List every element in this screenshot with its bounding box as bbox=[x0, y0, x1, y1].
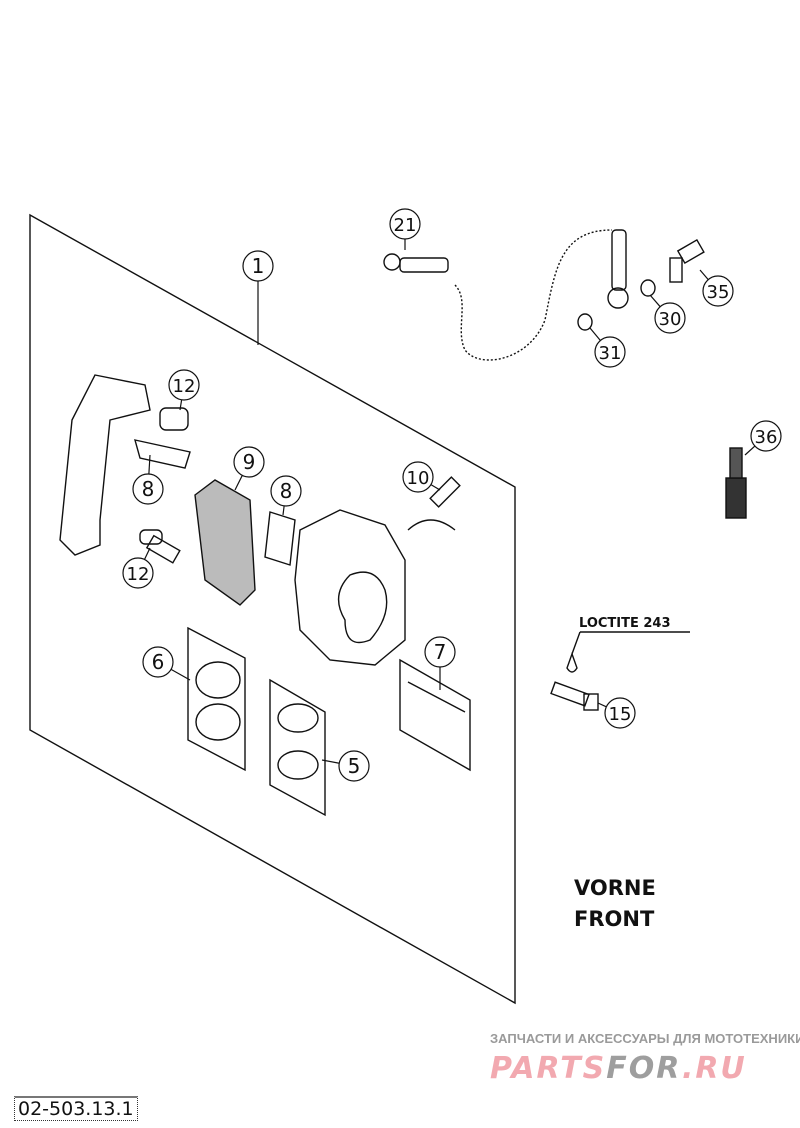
callout-35: 35 bbox=[699, 269, 734, 307]
leader-line bbox=[282, 505, 285, 516]
pad-spring-8 bbox=[134, 439, 296, 566]
leader-line bbox=[179, 399, 183, 411]
logo-part: .RU bbox=[681, 1051, 747, 1086]
callout-number: 12 bbox=[127, 564, 150, 585]
direction-de: VORNE bbox=[574, 876, 656, 900]
callout-circle bbox=[122, 557, 154, 589]
bleeder-10 bbox=[407, 476, 461, 531]
callout-number: 15 bbox=[609, 704, 632, 725]
leader-line bbox=[148, 454, 151, 475]
callout-8: 8 bbox=[132, 454, 164, 505]
kit-outline bbox=[29, 213, 516, 1005]
leader-line bbox=[170, 668, 191, 681]
washer-30 bbox=[640, 279, 656, 297]
guide-bushing-12 bbox=[159, 407, 189, 431]
callout-10: 10 bbox=[402, 461, 441, 493]
callout-9: 9 bbox=[233, 446, 265, 491]
callout-number: 9 bbox=[243, 450, 256, 474]
leader-line bbox=[589, 327, 601, 341]
callout-circle bbox=[338, 750, 370, 782]
callout-circle bbox=[233, 446, 265, 478]
callout-circle bbox=[702, 275, 734, 307]
callout-6: 6 bbox=[142, 646, 191, 681]
callout-circle bbox=[270, 475, 302, 507]
callout-number: 10 bbox=[407, 468, 430, 489]
leader-line bbox=[597, 702, 607, 708]
watermark-subtitle: ЗАПЧАСТИ И АКСЕССУАРЫ ДЛЯ МОТОТЕХНИКИ bbox=[490, 1031, 800, 1046]
logo-part: FOR bbox=[606, 1051, 682, 1086]
callout-8: 8 bbox=[270, 475, 302, 516]
caliper-bracket bbox=[59, 374, 151, 556]
callout-number: 5 bbox=[348, 754, 361, 778]
leader-line bbox=[321, 759, 340, 764]
callout-31: 31 bbox=[589, 327, 626, 368]
callout-5: 5 bbox=[321, 750, 370, 782]
callout-number: 31 bbox=[599, 343, 622, 364]
callout-circle bbox=[750, 420, 782, 452]
bolt-15 bbox=[550, 681, 599, 711]
callout-15: 15 bbox=[597, 697, 636, 729]
leader-line bbox=[744, 445, 756, 456]
callout-12: 12 bbox=[168, 369, 200, 411]
document-number: 02-503.13.1 bbox=[14, 1096, 138, 1121]
callout-circle bbox=[389, 208, 421, 240]
leader-line bbox=[430, 484, 441, 491]
direction-label: VORNE FRONT bbox=[574, 873, 656, 935]
callout-circle bbox=[654, 302, 686, 334]
callout-circle bbox=[604, 697, 636, 729]
callout-12: 12 bbox=[122, 547, 154, 589]
callout-number: 6 bbox=[152, 650, 165, 674]
piston-box-6 bbox=[187, 626, 246, 772]
callout-36: 36 bbox=[744, 420, 782, 456]
callout-number: 30 bbox=[659, 309, 682, 330]
watermark-logo: PARTSFOR.RU bbox=[490, 1052, 747, 1086]
pin-kit-box-7 bbox=[399, 658, 471, 772]
direction-en: FRONT bbox=[574, 907, 655, 931]
callout-number: 8 bbox=[142, 477, 155, 501]
washer-31 bbox=[577, 313, 593, 331]
brake-pads-9 bbox=[194, 479, 256, 606]
callout-30: 30 bbox=[649, 294, 686, 334]
callout-number: 7 bbox=[434, 640, 447, 664]
seal-box-5 bbox=[269, 678, 326, 817]
brake-line bbox=[454, 229, 613, 361]
logo-part: PARTS bbox=[490, 1051, 607, 1086]
leader-line bbox=[143, 547, 151, 560]
loctite-annotation: LOCTITE 243 bbox=[579, 616, 671, 631]
callout-circle bbox=[424, 636, 456, 668]
callout-1: 1 bbox=[242, 250, 274, 345]
callout-circle bbox=[142, 646, 174, 678]
callout-number: 21 bbox=[394, 215, 417, 236]
banjo-fitting-lower bbox=[607, 229, 629, 309]
callout-7: 7 bbox=[424, 636, 456, 690]
callout-21: 21 bbox=[389, 208, 421, 250]
leader-line bbox=[234, 475, 243, 491]
callout-number: 8 bbox=[280, 479, 293, 503]
loctite-bottle-36 bbox=[725, 447, 747, 519]
callout-circle bbox=[594, 336, 626, 368]
callout-circle bbox=[242, 250, 274, 282]
pin-12 bbox=[139, 529, 181, 564]
loctite-drop bbox=[566, 651, 578, 673]
callout-number: 35 bbox=[707, 282, 730, 303]
banjo-fitting-21 bbox=[383, 253, 449, 273]
callout-circle bbox=[168, 369, 200, 401]
callout-number: 1 bbox=[252, 254, 265, 278]
leader-line bbox=[649, 294, 661, 308]
leader-line bbox=[699, 269, 709, 281]
callout-number: 36 bbox=[755, 427, 778, 448]
caliper-body bbox=[294, 509, 406, 666]
callout-circle bbox=[132, 473, 164, 505]
callout-circle bbox=[402, 461, 434, 493]
callout-number: 12 bbox=[173, 376, 196, 397]
banjo-bolt-35 bbox=[669, 238, 705, 283]
